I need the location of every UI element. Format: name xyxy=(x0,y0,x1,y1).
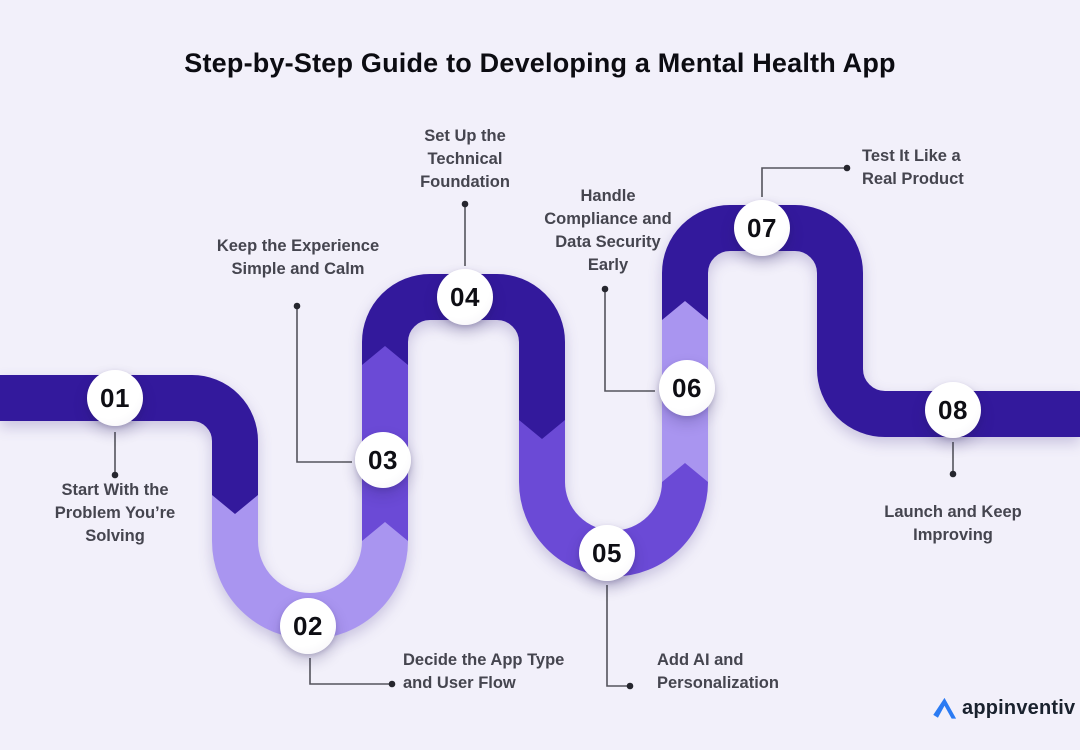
appinventiv-logo: appinventiv xyxy=(930,694,1075,723)
appinventiv-wordmark: appinventiv xyxy=(962,697,1076,719)
ribbon-run-dark-3 xyxy=(662,205,1080,437)
chevron-medium-to-dark xyxy=(362,346,408,365)
step-number: 06 xyxy=(672,372,702,403)
step-label-03: Keep the Experience Simple and Calm xyxy=(216,237,380,278)
connector-dot-02 xyxy=(388,680,396,688)
connector-step-05 xyxy=(606,585,627,687)
step-circle-05: 05 xyxy=(579,525,635,581)
page-title: Step-by-Step Guide to Developing a Menta… xyxy=(184,48,896,78)
connector-step-03 xyxy=(296,307,352,463)
connector-dot-01 xyxy=(111,471,119,479)
chevron-light-to-dark xyxy=(662,301,708,320)
step-label-06: Handle Compliance and Data Security Earl… xyxy=(544,187,672,274)
connector-dot-04 xyxy=(461,200,469,208)
step-label-05: Add AI and Personalization xyxy=(657,651,779,692)
connector-step-07 xyxy=(761,167,844,197)
connector-dot-03 xyxy=(293,302,301,310)
step-number: 01 xyxy=(100,382,130,413)
step-circle-07: 07 xyxy=(734,200,790,256)
step-number: 05 xyxy=(592,537,622,568)
step-label-08: Launch and Keep Improving xyxy=(884,503,1022,544)
connector-dot-05 xyxy=(626,682,634,690)
step-label-04: Set Up the Technical Foundation xyxy=(420,127,510,191)
step-circle-04: 04 xyxy=(437,269,493,325)
step-number: 04 xyxy=(450,281,480,312)
connector-dot-06 xyxy=(601,285,609,293)
step-label-01: Start With the Problem You’re Solving xyxy=(54,481,176,545)
chevron-dark-to-light xyxy=(212,495,258,514)
connector-step-06 xyxy=(604,290,655,392)
step-circle-06: 06 xyxy=(659,360,715,416)
step-label-07: Test It Like a Real Product xyxy=(862,147,964,188)
step-number: 03 xyxy=(368,444,398,475)
chevron-dark-to-medium xyxy=(519,420,565,439)
step-circle-01: 01 xyxy=(87,370,143,426)
step-label-02: Decide the App Type and User Flow xyxy=(403,651,565,692)
chevron-light-to-medium xyxy=(362,522,408,541)
appinventiv-logo-icon xyxy=(933,697,957,719)
step-number: 02 xyxy=(293,610,323,641)
step-number: 07 xyxy=(747,212,777,243)
step-circle-02: 02 xyxy=(280,598,336,654)
step-number: 08 xyxy=(938,394,968,425)
connector-dot-08 xyxy=(949,470,957,478)
connector-step-02 xyxy=(309,658,389,685)
connector-dot-07 xyxy=(843,164,851,172)
step-circle-03: 03 xyxy=(355,432,411,488)
ribbon-segments xyxy=(0,205,1080,639)
chevron-medium-to-light xyxy=(662,463,708,482)
step-circle-08: 08 xyxy=(925,382,981,438)
ribbon-run-dark-1 xyxy=(0,375,258,495)
label-connectors xyxy=(111,164,957,690)
